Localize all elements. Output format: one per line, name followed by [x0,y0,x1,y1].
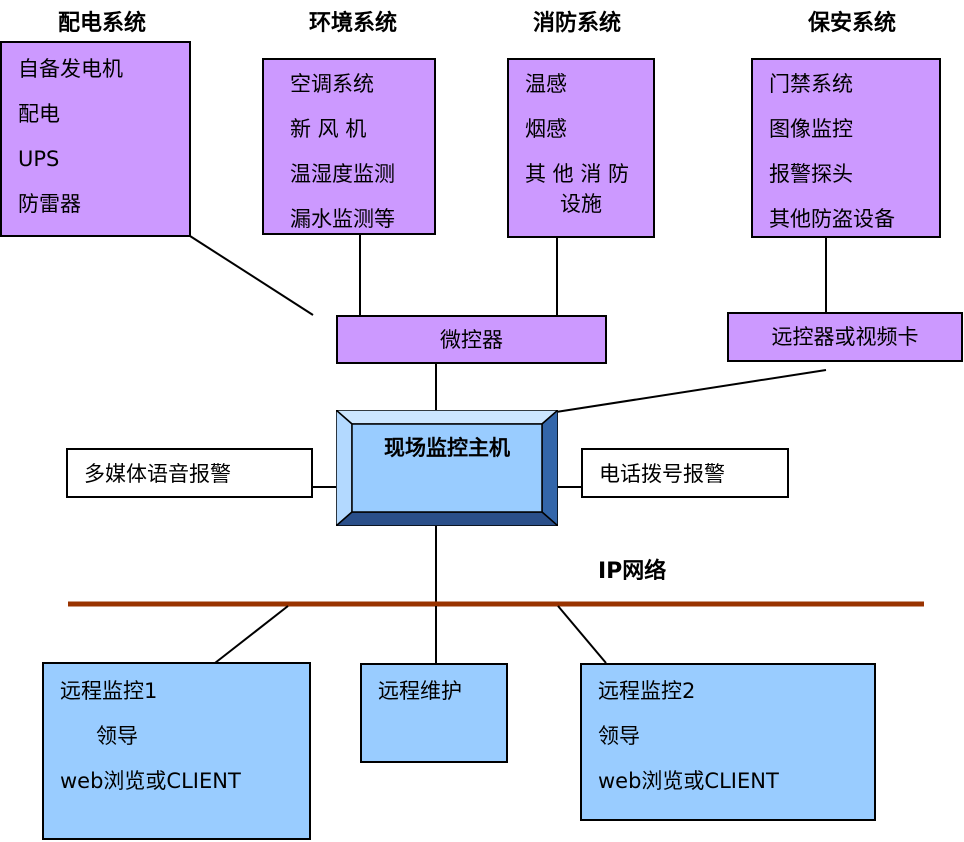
env-item: 空调系统 [290,72,374,96]
env-item: 漏水监测等 [290,207,395,231]
ip-network-label: IP网络 [598,559,667,584]
host-box: 现场监控主机 [336,410,558,526]
remote-maintenance-box: 远程维护 [360,663,508,763]
remote1-access: web浏览或CLIENT [60,769,241,793]
remote2-user: 领导 [598,724,640,748]
power-system-box: 自备发电机 配电 UPS 防雷器 [0,41,191,237]
fire-system-title: 消防系统 [533,11,622,36]
security-item: 其他防盗设备 [769,207,895,231]
env-item: 温湿度监测 [290,162,395,186]
env-item: 新 风 机 [290,117,367,141]
fire-system-box: 温感 烟感 其 他 消 防 设施 [507,58,655,238]
remote1-title: 远程监控1 [60,679,158,703]
security-item: 门禁系统 [769,72,853,96]
fire-item: 设施 [560,192,602,216]
fire-item: 其 他 消 防 [525,162,630,186]
remote1-user: 领导 [96,724,138,748]
power-item: 防雷器 [18,192,81,216]
security-system-title: 保安系统 [808,11,897,36]
remote2-access: web浏览或CLIENT [598,769,779,793]
power-system-title: 配电系统 [58,11,147,36]
remote-video-label: 远控器或视频卡 [771,325,919,349]
remote2-connector [557,605,607,664]
security-item: 图像监控 [769,117,853,141]
remote2-title: 远程监控2 [598,679,696,703]
remote-monitor-2-box: 远程监控2 领导 web浏览或CLIENT [580,663,876,821]
micro-controller-label: 微控器 [440,328,503,352]
maintenance-label: 远程维护 [378,679,462,703]
environment-system-box: 空调系统 新 风 机 温湿度监测 漏水监测等 [262,58,436,235]
remote1-connector [214,605,289,664]
multimedia-alarm-label: 多媒体语音报警 [84,462,231,486]
micro-controller-box: 微控器 [336,315,607,364]
multimedia-alarm-box: 多媒体语音报警 [66,448,313,498]
power-item: 自备发电机 [18,57,123,81]
fire-item: 温感 [525,72,567,96]
phone-alarm-box: 电话拨号报警 [581,448,789,498]
security-item: 报警探头 [769,162,853,186]
power-item: 配电 [18,102,60,126]
host-label: 现场监控主机 [384,436,510,460]
host-bevel [336,410,558,526]
video-host-connector [555,369,827,413]
power-item: UPS [18,147,60,171]
power-connector [189,235,314,316]
fire-item: 烟感 [525,117,567,141]
remote-monitor-1-box: 远程监控1 领导 web浏览或CLIENT [42,662,311,840]
security-system-box: 门禁系统 图像监控 报警探头 其他防盗设备 [751,58,941,238]
environment-system-title: 环境系统 [309,11,398,36]
remote-video-box: 远控器或视频卡 [727,312,963,362]
phone-alarm-label: 电话拨号报警 [599,462,725,486]
